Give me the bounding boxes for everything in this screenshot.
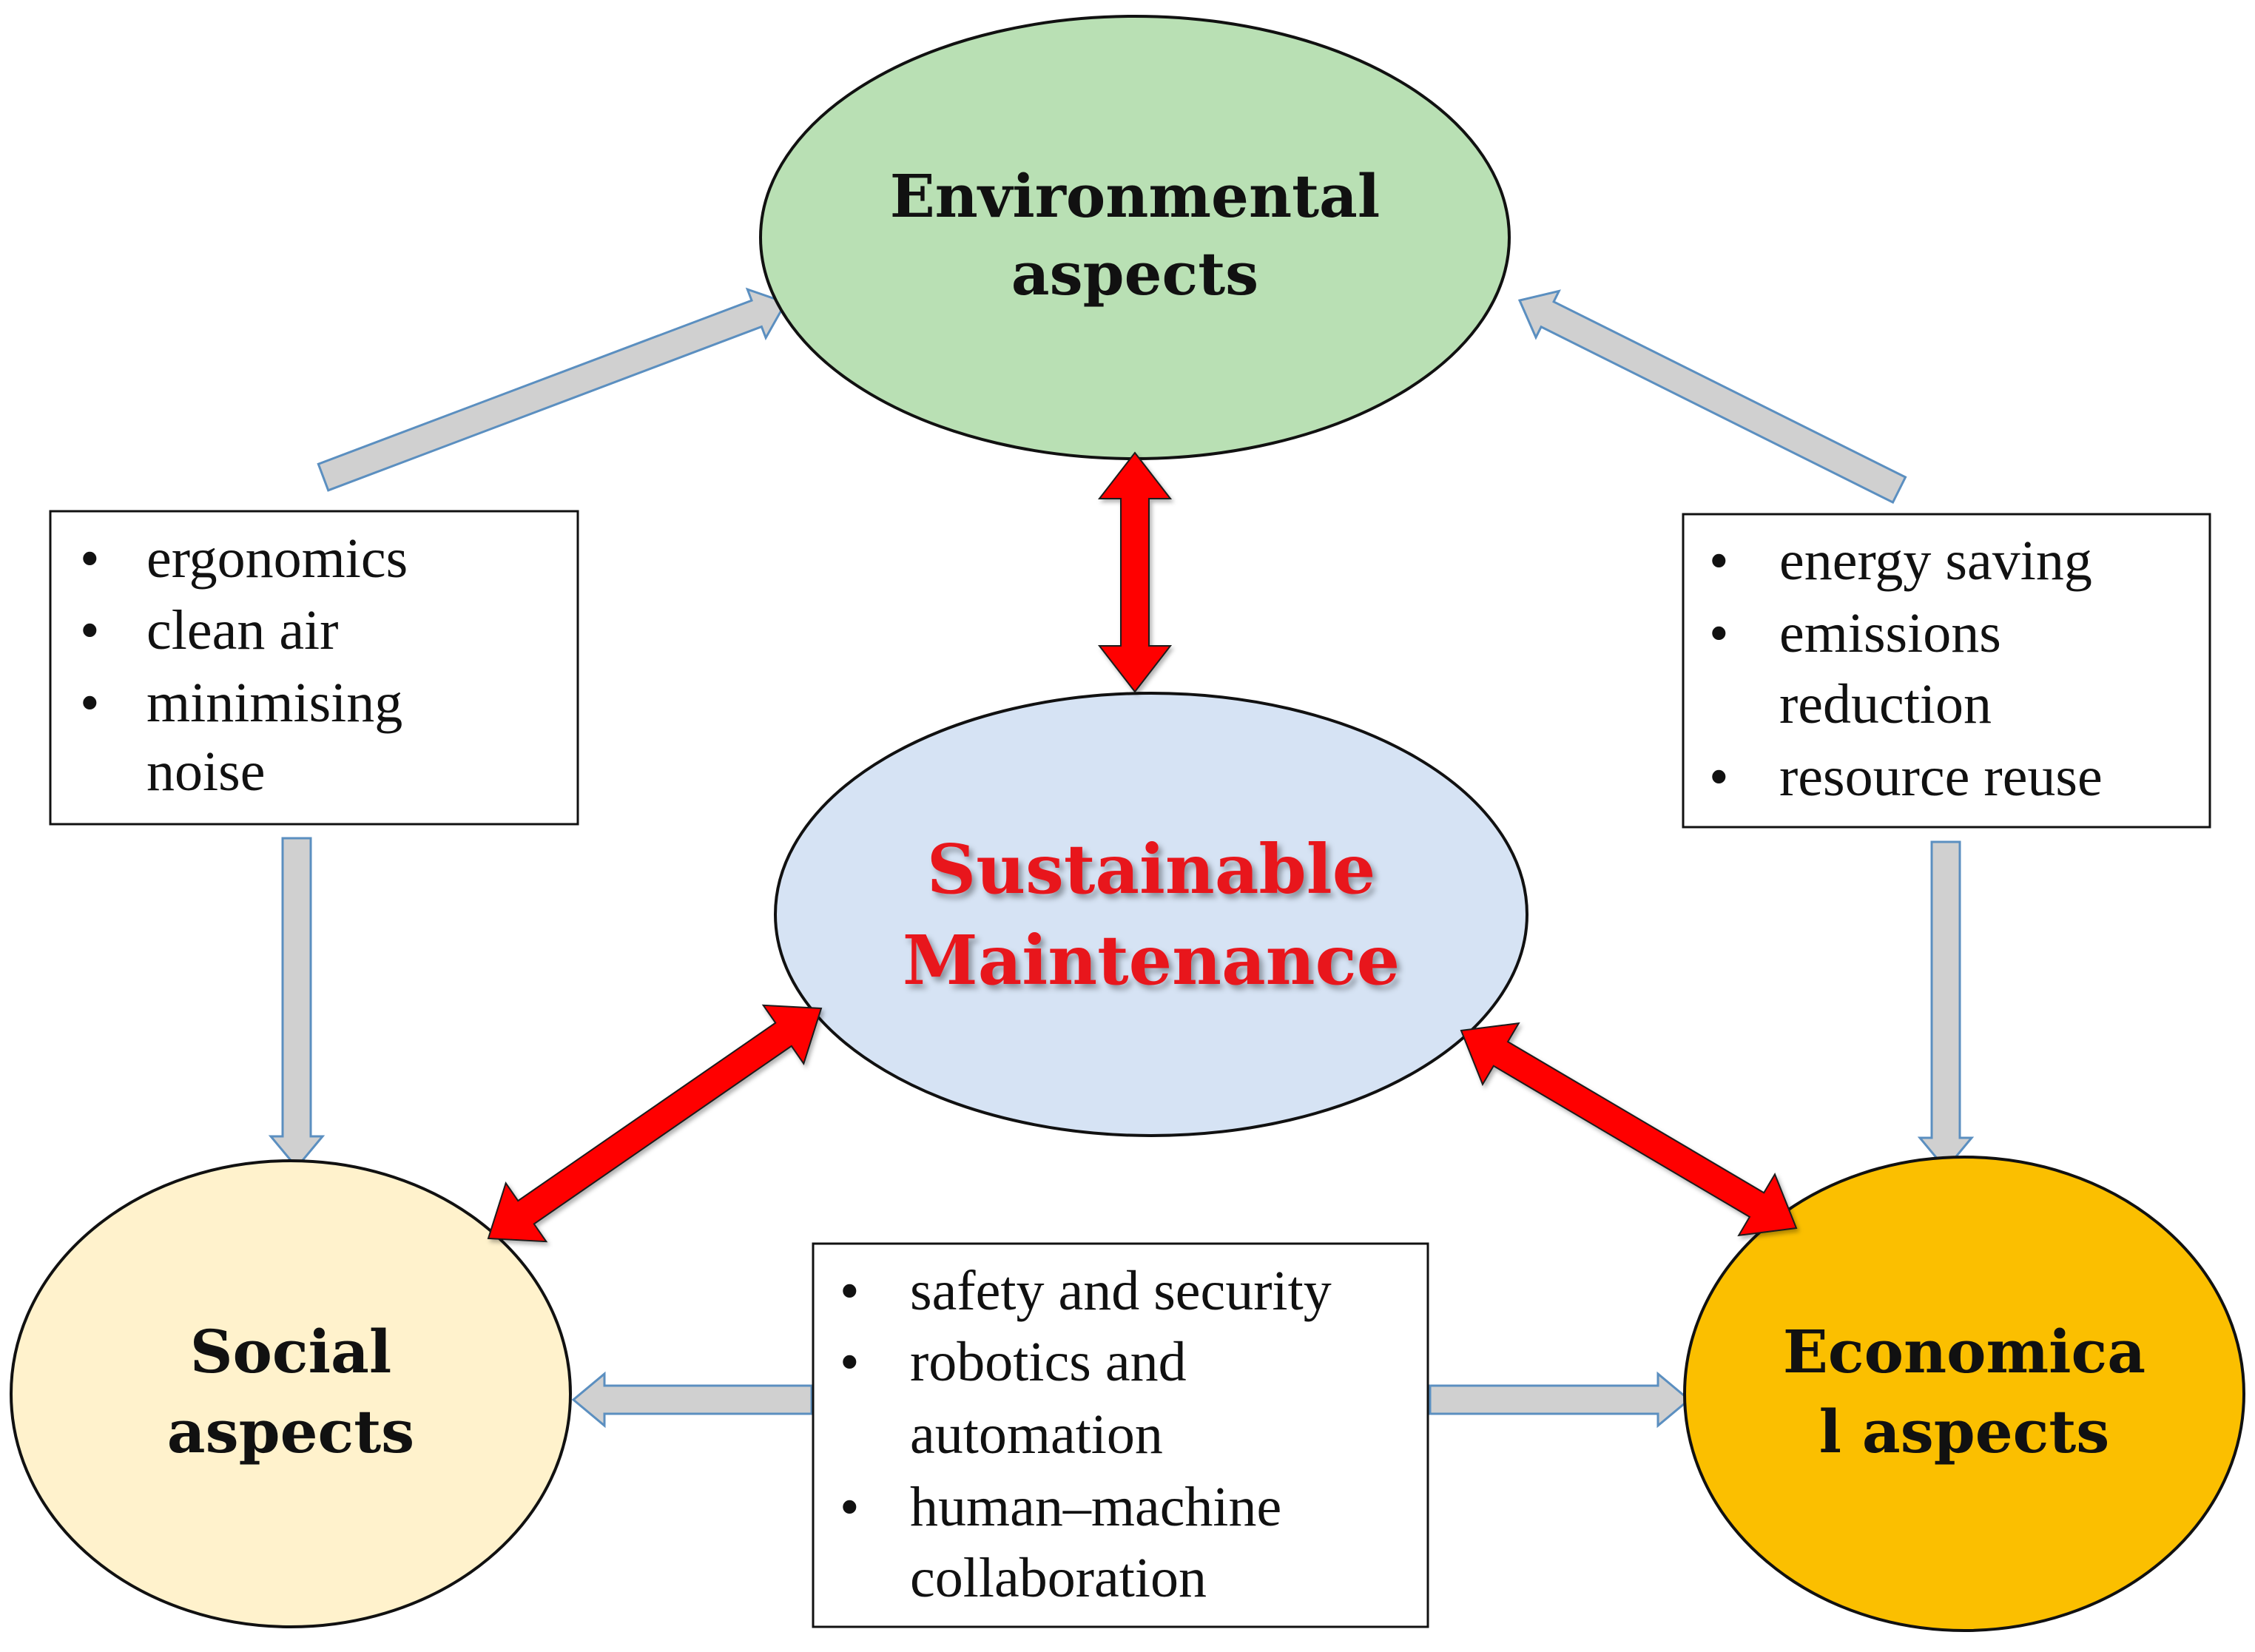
bottom-box-item-3: automation	[910, 1403, 1163, 1466]
gray-arrow-left-to-environmental	[317, 287, 788, 492]
left-box-bullet-3: •	[80, 672, 100, 734]
right-box-bullet-2: •	[1709, 602, 1729, 664]
right-box-frame	[1682, 513, 2211, 829]
social-title-line1: Social	[190, 1317, 391, 1386]
left-box-item-4: noise	[146, 741, 265, 803]
environmental-title-line1: Environmental	[890, 161, 1381, 231]
left-box-item-1: ergonomics	[146, 527, 408, 590]
environmental-title-line2: aspects	[1011, 239, 1258, 309]
right-box-item-4: resource reuse	[1779, 746, 2103, 808]
red-double-arrows	[487, 451, 1798, 1243]
bottom-box-item-4: human–machine	[910, 1476, 1281, 1538]
gray-arrow-bottom-box-to-economical	[1429, 1371, 1691, 1429]
gray-arrows	[268, 287, 1975, 1429]
social-title-line2: aspects	[167, 1397, 414, 1466]
bottom-aspects-box: • safety and security • robotics and aut…	[812, 1242, 1429, 1628]
right-box-item-2: emissions	[1779, 602, 2001, 664]
left-box-bullet-1: •	[80, 527, 100, 590]
bottom-box-item-1: safety and security	[910, 1260, 1332, 1322]
double-arrow-environmental-center	[1097, 451, 1173, 693]
bottom-box-item-2: robotics and	[910, 1331, 1187, 1393]
environmental-ellipse	[759, 15, 1511, 460]
left-box-item-3: minimising	[146, 672, 402, 734]
bottom-box-bullet-2: •	[840, 1331, 860, 1393]
bottom-box-item-5: collaboration	[910, 1547, 1207, 1609]
gray-arrow-left-box-to-social	[268, 837, 326, 1170]
social-ellipse	[10, 1159, 572, 1628]
economical-title-line1: Economica	[1783, 1317, 2146, 1386]
center-title-line1: Sustainable	[927, 829, 1376, 909]
left-box-item-2: clean air	[146, 599, 338, 661]
gray-arrow-right-to-environmental	[1517, 289, 1907, 505]
gray-arrow-bottom-box-to-social	[571, 1371, 813, 1429]
right-box-item-1: energy saving	[1779, 530, 2092, 592]
right-box-bullet-4: •	[1709, 746, 1729, 808]
double-arrow-center-economical	[1460, 1022, 1798, 1237]
left-aspects-box: • ergonomics • clean air • minimising no…	[49, 510, 579, 826]
double-arrow-center-social	[487, 1004, 823, 1243]
left-box-frame	[49, 510, 579, 826]
economical-title-line2: l aspects	[1819, 1397, 2110, 1466]
right-box-item-3: reduction	[1779, 673, 1992, 735]
right-box-bullet-1: •	[1709, 530, 1729, 592]
center-title-line2: Maintenance	[903, 920, 1400, 1000]
bottom-box-frame	[812, 1242, 1429, 1628]
sustainable-maintenance-ellipse	[774, 692, 1528, 1137]
bottom-box-bullet-4: •	[840, 1476, 860, 1538]
gray-arrow-right-box-to-economical	[1917, 840, 1975, 1171]
bottom-box-bullet-1: •	[840, 1260, 860, 1322]
economical-ellipse	[1683, 1156, 2245, 1632]
left-box-bullet-2: •	[80, 599, 100, 661]
right-aspects-box: • energy saving • emissions reduction • …	[1682, 513, 2211, 829]
